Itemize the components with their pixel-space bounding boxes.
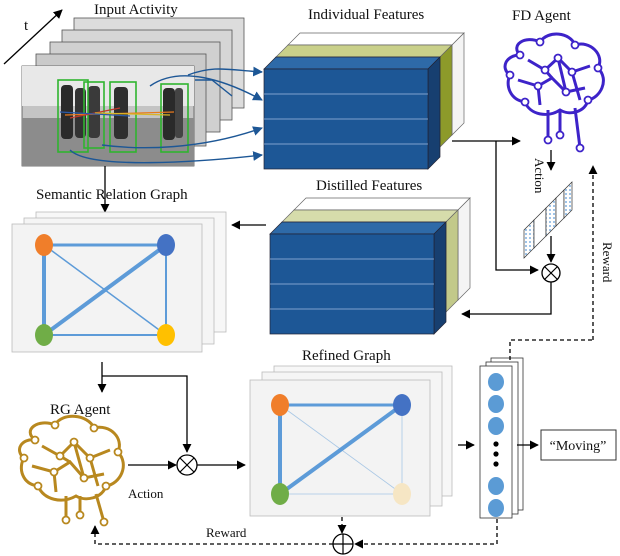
distilled-layer-back-green [281,209,459,313]
fd-reward-label: Reward [600,242,615,283]
fd-agent-title: FD Agent [512,8,572,24]
refined-graph: Refined Graph [249,348,453,517]
classifier-ellipsis [493,441,499,467]
detection-box [160,83,189,153]
fd-combine-node [541,263,561,283]
distilled-features-title: Distilled Features [316,178,422,194]
rg-agent-brain-icon [18,414,125,523]
individual-features: Individual Features [263,7,465,170]
features-to-agent-arrows [452,136,556,275]
person-to-feature-arrows [69,66,263,164]
graph-node-orange [35,234,53,256]
video-frame-stack [21,17,245,167]
rg-agent: RG Agent [18,402,125,527]
fd-agent-brain-nodes [505,37,603,153]
rg-combine-node [176,454,198,476]
refined-node-orange [271,394,289,416]
fd-action-mask [523,181,573,259]
output-class-text: “Moving” [550,439,607,454]
input-activity: Input Activity t [3,2,245,167]
refined-graph-edges [278,403,404,496]
rg-agent-title: RG Agent [50,402,111,418]
refined-node-blue [393,394,411,416]
rg-reward-add-node [332,533,354,555]
rg-agent-brain-nodes [19,420,123,527]
refined-node-cream [393,483,411,505]
rg-reward-arrow [90,525,333,545]
graph-to-rg-arrows [97,362,192,453]
rg-reward-label: Reward [206,525,247,540]
output-label-box: “Moving” [540,429,617,461]
person-relation-lines [59,107,175,119]
feature-cube-front [263,56,441,170]
graph-node-blue [157,234,175,256]
semantic-graph-edges [42,243,168,337]
detection-box [109,81,137,153]
feature-layer-back-white [287,32,465,136]
distilled-layer-back-white [293,197,471,301]
semantic-relation-graph: Semantic Relation Graph [11,187,227,353]
classifier-neurons [488,373,504,517]
classifier-reward-link [509,339,593,360]
classifier [479,357,524,519]
graph-node-green [35,324,53,346]
fd-agent: FD Agent [503,8,605,153]
combine-to-distilled-arrow [461,282,552,319]
distilled-cube-front [269,221,447,335]
individual-features-title: Individual Features [308,7,424,23]
fd-action-label: Action [532,158,547,194]
time-axis-arrow [3,9,63,65]
distilled-features: Distilled Features [269,178,471,335]
semantic-relation-graph-title: Semantic Relation Graph [36,187,188,203]
refined-graph-title: Refined Graph [302,348,391,364]
refined-node-green [271,483,289,505]
graph-node-yellow [157,324,175,346]
rg-action-label: Action [128,486,164,501]
classifier-to-reward-arrow [354,519,498,549]
time-axis-label: t [24,18,29,34]
input-activity-title: Input Activity [94,2,178,18]
